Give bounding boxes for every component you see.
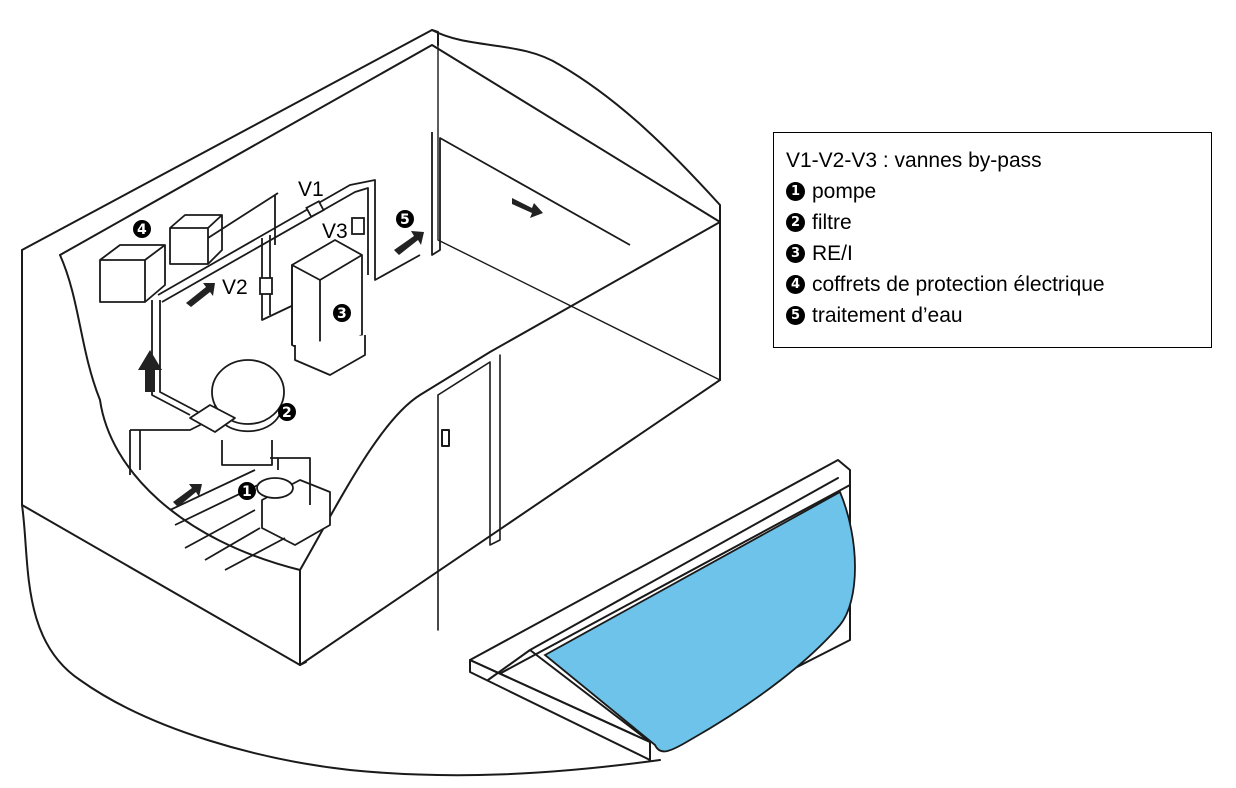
svg-text:1: 1 — [242, 484, 252, 500]
label-v3: V3 — [322, 220, 348, 243]
marker-2: 2 — [278, 403, 296, 421]
legend-item: 2 filtre — [786, 207, 1201, 238]
front-wall — [299, 379, 721, 666]
svg-text:4: 4 — [137, 222, 147, 238]
doorway — [437, 354, 501, 631]
legend-item-label: pompe — [812, 179, 877, 203]
legend-item-label: filtre — [812, 210, 852, 234]
number-badge: 2 — [786, 213, 805, 232]
electrical-box-2 — [169, 227, 209, 265]
marker-1: 1 — [238, 482, 256, 500]
legend-item: 4 coffrets de protection électrique — [786, 269, 1201, 300]
flow-arrow-room — [512, 198, 543, 218]
legend-item: 3 RE/I — [786, 238, 1201, 269]
pool-water — [543, 490, 856, 753]
pool-deck — [469, 459, 851, 681]
valve-v2 — [259, 277, 273, 295]
top-wall-edge — [431, 29, 721, 381]
legend-item: 5 traitement d’eau — [786, 300, 1201, 331]
legend-item-label: RE/I — [812, 241, 853, 265]
label-v1: V1 — [298, 178, 324, 201]
svg-text:3: 3 — [337, 306, 347, 322]
legend-title: V1-V2-V3 : vannes by-pass — [786, 148, 1042, 172]
number-badge: 3 — [786, 244, 805, 263]
pipe-main — [151, 300, 199, 416]
label-v2: V2 — [222, 276, 248, 299]
filter-tank — [211, 359, 285, 425]
legend-item-label: coffrets de protection électrique — [812, 272, 1105, 296]
marker-3: 3 — [333, 304, 351, 322]
flow-arrow-treatment — [394, 231, 424, 255]
svg-text:2: 2 — [282, 405, 292, 421]
flow-arrow-up — [138, 350, 162, 392]
legend-box: V1-V2-V3 : vannes by-pass 1 pompe 2 filtre… — [773, 132, 1212, 348]
svg-text:5: 5 — [400, 212, 410, 228]
flow-arrow-right-2 — [173, 484, 202, 507]
marker-4: 4 — [133, 220, 151, 238]
marker-5: 5 — [396, 210, 414, 228]
flow-arrow-right-1 — [186, 283, 215, 307]
number-badge: 4 — [786, 275, 805, 294]
legend-item-label: traitement d’eau — [812, 303, 963, 327]
legend-item: 1 pompe — [786, 176, 1201, 207]
number-badge: 5 — [786, 306, 805, 325]
number-badge: 1 — [786, 182, 805, 201]
valve-v3 — [351, 217, 365, 235]
valve-v1 — [305, 200, 325, 218]
electrical-box-1 — [99, 259, 146, 303]
